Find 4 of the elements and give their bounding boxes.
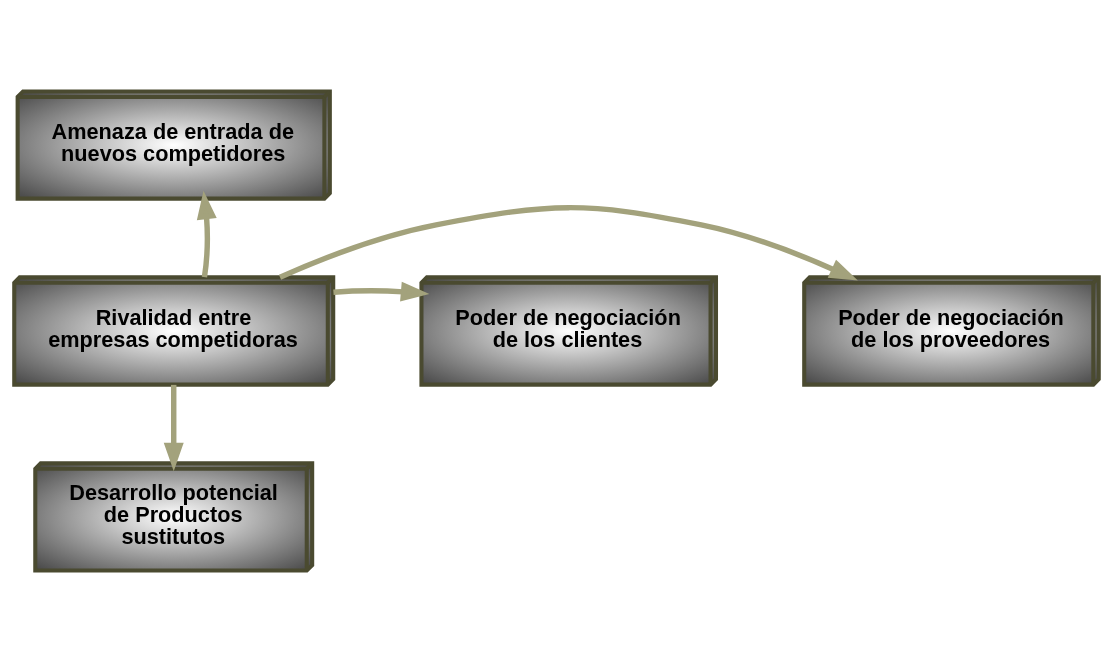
arrow (163, 384, 184, 471)
arrow (278, 204, 858, 281)
arrow (196, 190, 217, 277)
arrow (333, 281, 430, 302)
